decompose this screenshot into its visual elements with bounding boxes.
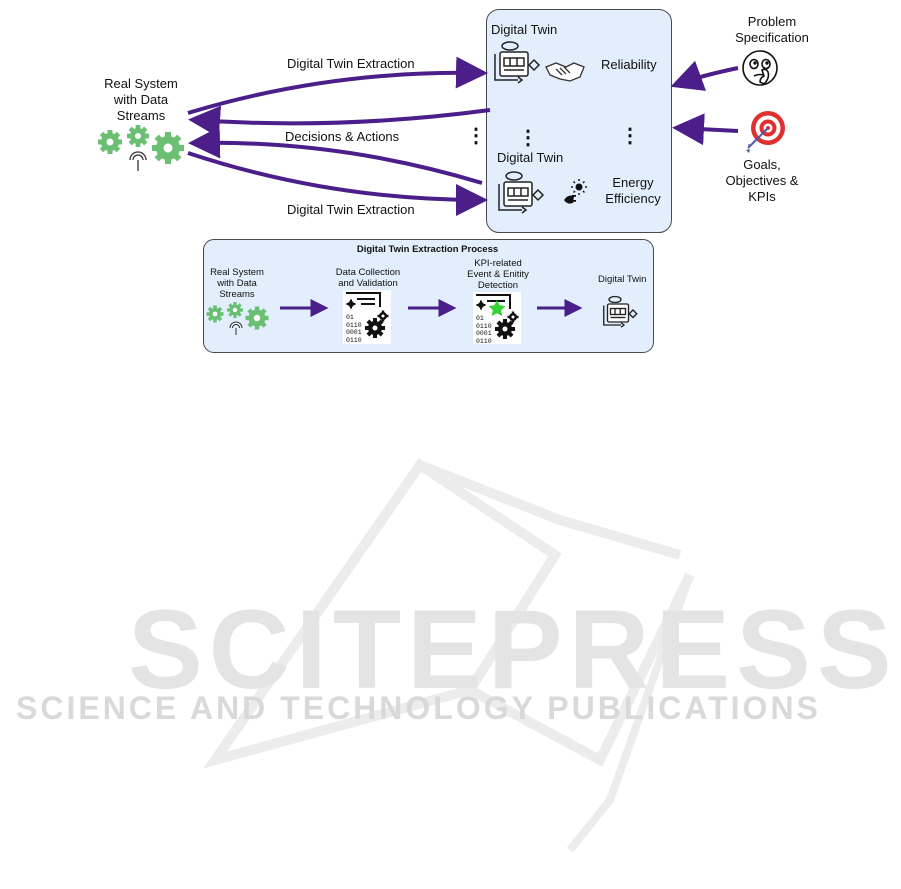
main-arrows <box>187 56 739 216</box>
star-icon <box>488 300 506 316</box>
label-extraction-top: Digital Twin Extraction <box>287 56 415 71</box>
digital-twin-icon <box>603 295 638 328</box>
twin2-title: Digital Twin <box>497 150 564 165</box>
target-icon <box>746 111 785 153</box>
watermark-subtitle: SCIENCE AND TECHNOLOGY PUBLICATIONS <box>16 690 821 726</box>
real-system-gears-icon <box>98 125 184 171</box>
thinking-face-icon <box>742 50 778 86</box>
problem-specification-label: Problem Specification <box>735 14 809 45</box>
binary-lines: 01 0110 0001 0110 <box>346 314 362 344</box>
goals-label: Goals, Objectives & KPIs <box>725 157 799 204</box>
step-real-system-label: Real System with Data Streams <box>210 267 264 300</box>
arrow-return-top <box>188 105 491 138</box>
real-system-label: Real System with Data Streams <box>104 76 178 123</box>
arrow-extraction-bottom <box>187 151 488 216</box>
process-title: Digital Twin Extraction Process <box>356 244 499 255</box>
twin1-title: Digital Twin <box>491 22 558 37</box>
process-arrows <box>280 299 583 317</box>
ellipsis-panel-right: ⋮ <box>620 125 640 147</box>
step-real-system-gears-icon <box>206 302 269 335</box>
ellipsis-panel-left: ⋮ <box>518 127 538 149</box>
arrow-decisions <box>188 126 483 185</box>
arrow-goals <box>672 113 739 146</box>
twin1-attribute: Reliability <box>601 57 657 72</box>
step-data-collection-label: Data Collection and Validation <box>335 267 401 289</box>
twin2-attribute: Energy Efficiency <box>605 175 661 206</box>
step-kpi-detection-label: KPI-related Event & Enitity Detection <box>467 258 529 291</box>
label-extraction-bottom: Digital Twin Extraction <box>287 202 415 217</box>
kpi-detection-graphic <box>476 294 519 339</box>
data-collection-graphic <box>346 292 389 338</box>
step-digital-twin-label: Digital Twin <box>598 274 647 285</box>
label-decisions: Decisions & Actions <box>285 129 400 144</box>
binary-lines: 01 0110 0001 0110 <box>476 315 492 345</box>
ellipsis-left: ⋮ <box>466 125 486 147</box>
arrow-extraction-top <box>187 56 488 115</box>
watermark-title: SCITEPRESS <box>128 587 898 712</box>
digital-twin-icon <box>494 41 541 84</box>
energy-plug-icon <box>564 179 587 204</box>
extraction-process-panel <box>203 239 654 353</box>
handshake-icon <box>545 62 585 82</box>
digital-twin-icon <box>498 171 545 214</box>
arrow-problem-spec <box>670 60 739 91</box>
